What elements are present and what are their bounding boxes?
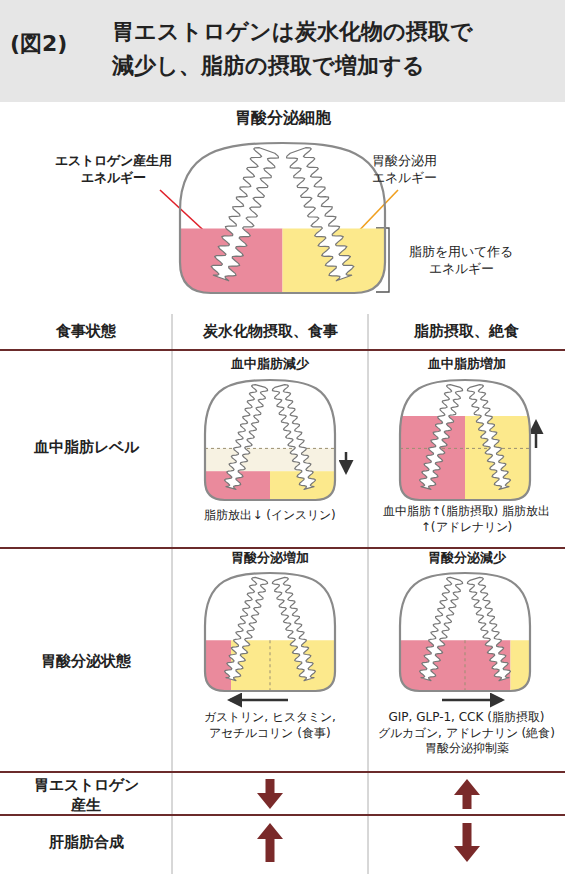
figure-number: (図2) [10,30,106,59]
table-header: 炭水化物摂取、食事 [172,322,368,342]
up-arrow [454,779,480,809]
table-cell: ガストリン, ヒスタミン, アセチルコリン (食事) [172,710,368,741]
table-cell: 胃酸分泌減少 [368,550,565,567]
table-cell: 肝脂肪合成 [0,833,172,853]
cell-fill [400,416,530,500]
callout-label: 胃酸分泌用 エネルギー [352,153,456,187]
table-line [172,314,173,874]
canaliculus [211,148,278,281]
canaliculus [272,577,315,680]
table-cell: 血中脂肪増加 [368,356,565,373]
parietal-cell [400,380,530,500]
cell-outline [205,380,335,500]
parietal-cell [180,143,385,293]
table-cell: 胃エストロゲン 産生 [28,776,144,815]
table-cell: 血中脂肪レベル [0,438,172,458]
cell-outline [400,573,530,691]
arrow [535,422,538,448]
figure-title: 胃エストロゲンは炭水化物の摂取で 減少し、脂肪の摂取で増加する [112,15,484,83]
arrow [230,699,288,702]
down-arrow [454,823,480,862]
table-line [0,547,565,549]
table-cell: 血中脂肪↑(脂肪摂取) 脂肪放出↑(アドレナリン) [368,504,565,535]
cell-fill [400,640,530,691]
table-header: 食事状態 [0,322,172,342]
acid-energy [231,640,335,691]
cell-outline [205,573,335,691]
canaliculus [467,385,510,490]
table-cell: 胃酸分泌増加 [172,550,368,567]
cell-fill [205,448,335,500]
canaliculus [225,577,268,680]
table-cell: 脂肪放出↓ (インスリン) [172,508,368,524]
cell-outline [180,143,385,293]
table-cell: 血中脂肪減少 [172,356,368,373]
former-split [270,640,271,691]
former-split [465,640,466,691]
canaliculus [272,385,315,490]
cell-fill [180,229,385,294]
table-line [368,314,369,874]
table-cell: GIP, GLP-1, CCK (脂肪摂取) グルカゴン, アドレナリン (絶食… [368,710,565,757]
arrow [345,452,348,472]
former-level [205,448,335,449]
table-line [0,349,565,351]
parietal-cell [400,573,530,691]
arrow [442,699,502,702]
table-cell: 胃酸分泌状態 [0,652,172,672]
table-header: 脂肪摂取、絶食 [368,322,565,342]
canaliculus [287,148,354,281]
cell-outline [400,380,530,500]
cell-fill [205,640,335,691]
parietal-cell [205,380,335,500]
canaliculus [420,577,463,680]
former-level [400,448,530,449]
canaliculus [420,385,463,490]
canaliculus [467,577,510,680]
up-arrow [257,823,283,862]
canaliculus [225,385,268,490]
callout-label: エストロゲン産生用 エネルギー [48,153,178,187]
down-arrow [257,779,283,809]
callout-label: 脂肪を用いて作る エネルギー [395,244,527,278]
table-line [0,814,565,816]
table-line [0,771,565,773]
former-fill [205,448,335,471]
title-band [0,0,565,102]
parietal-cell [205,573,335,691]
callout-label: 胃酸分泌細胞 [183,108,383,129]
